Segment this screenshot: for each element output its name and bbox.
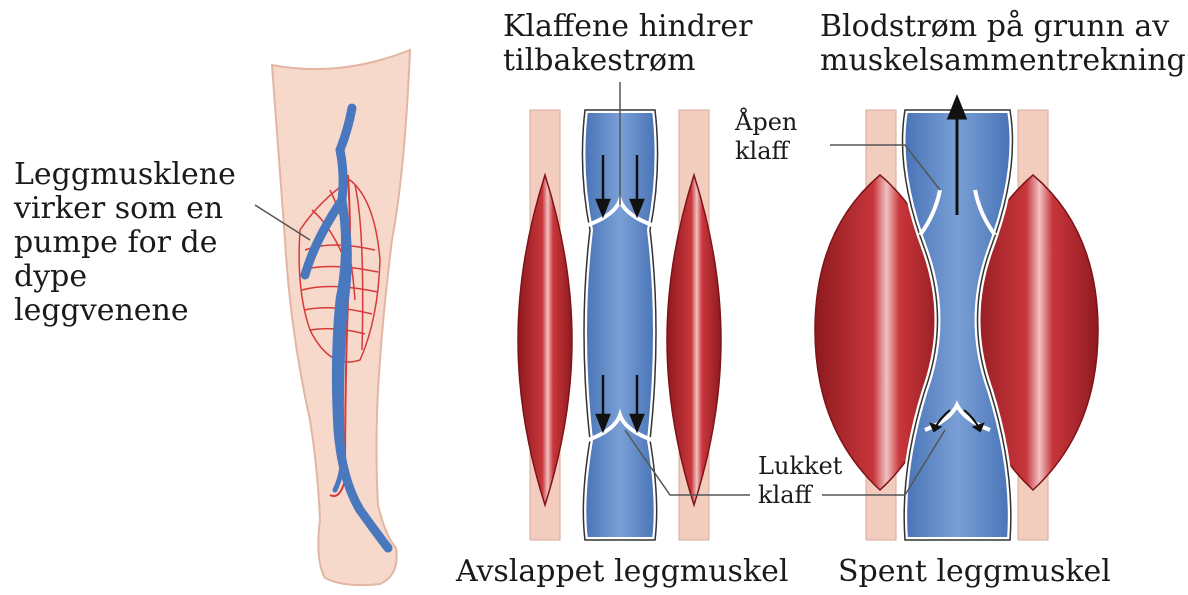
relaxed-muscle-label: Avslappet leggmuskel — [456, 555, 788, 589]
leg-illustration — [272, 50, 410, 585]
open-valve-label: Åpen klaff — [735, 108, 797, 166]
relaxed-panel — [518, 82, 750, 540]
closed-valve-label: Lukket klaff — [758, 452, 842, 510]
calf-pump-label: Leggmusklene virker som en pumpe for de … — [14, 158, 236, 328]
blood-flow-label: Blodstrøm på grunn av muskelsammentrekni… — [820, 10, 1186, 78]
tense-muscle-label: Spent leggmuskel — [838, 555, 1111, 589]
muscle-right-relaxed — [667, 175, 721, 505]
muscle-left-relaxed — [518, 175, 572, 505]
valves-prevent-label: Klaffene hindrer tilbakestrøm — [503, 10, 752, 78]
